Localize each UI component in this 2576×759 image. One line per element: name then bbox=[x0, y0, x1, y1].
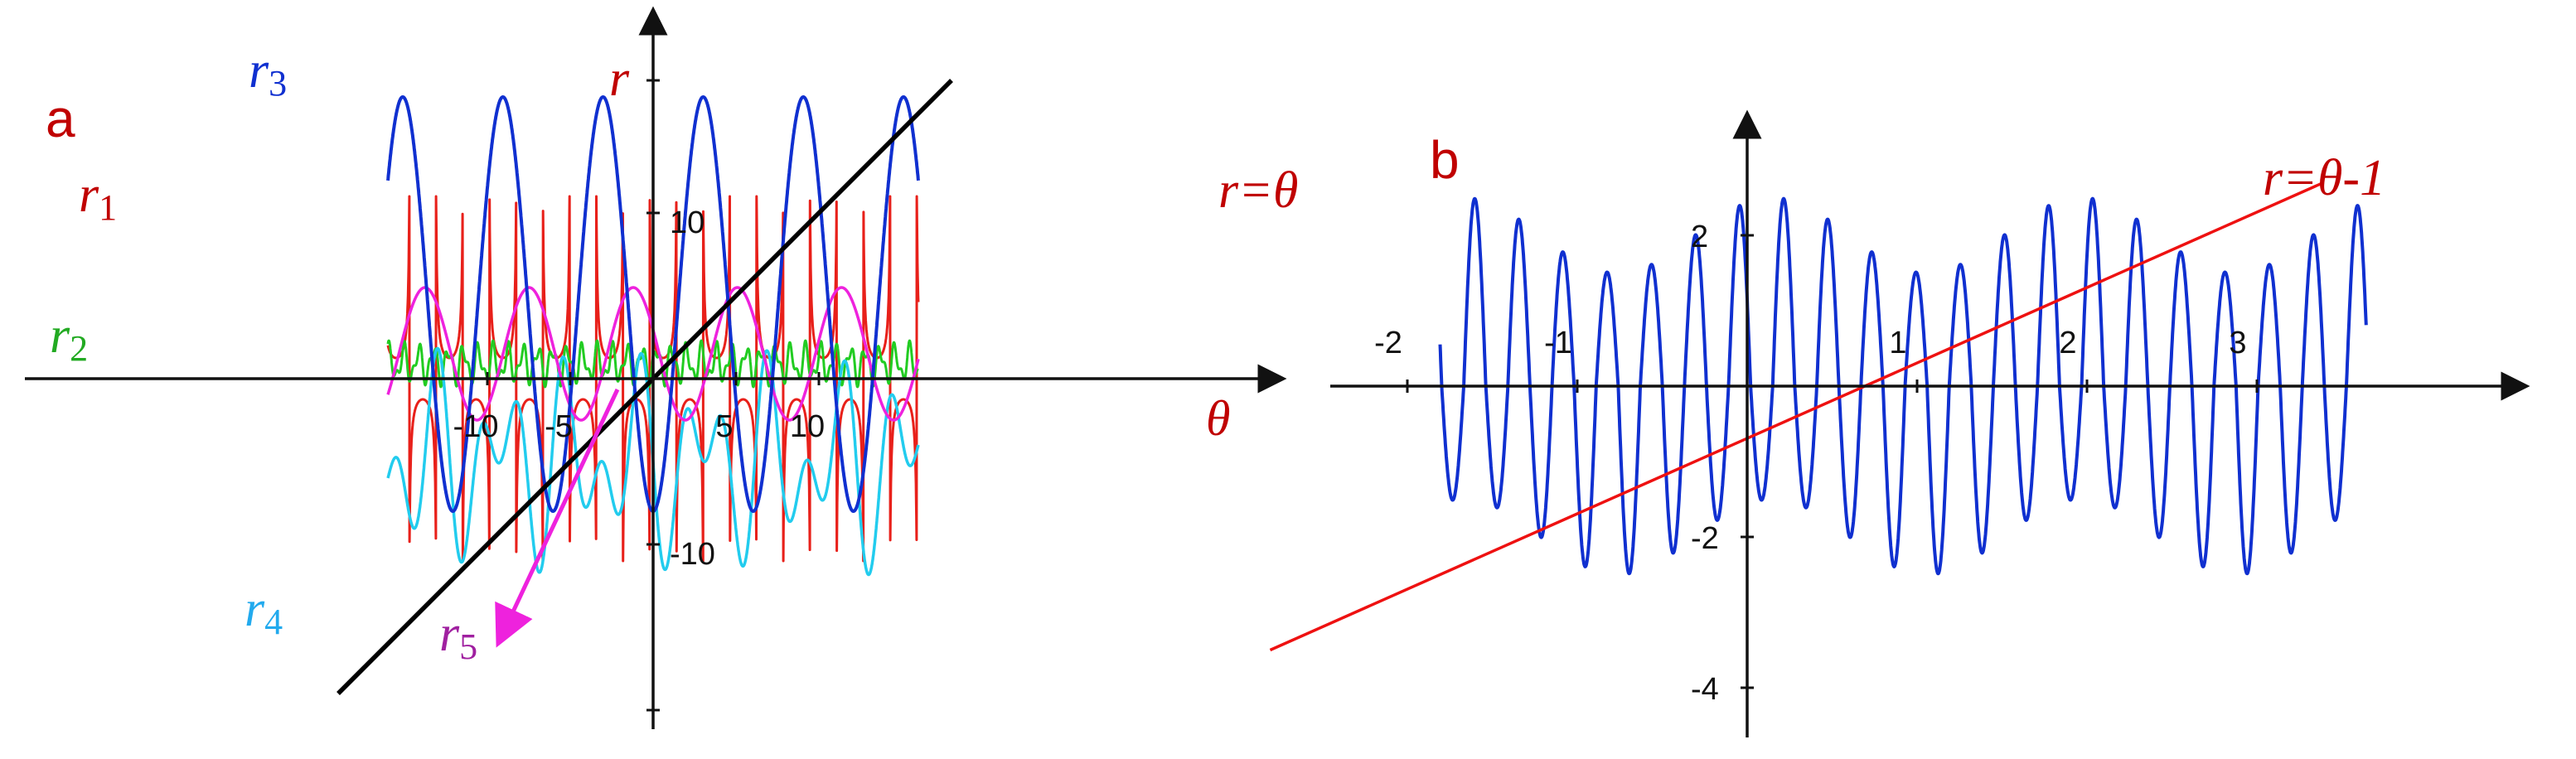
panel-a-xaxis-label: θ bbox=[1206, 391, 1230, 446]
panel-b: -2 -1 1 2 3 -4 -2 2 b r=θ-1 bbox=[1269, 109, 2530, 737]
panel-a-axes bbox=[25, 6, 1287, 729]
panel-b-ticks: -2 -1 1 2 3 -4 -2 2 bbox=[1374, 220, 2259, 707]
panel-a-x-tick-label: 10 bbox=[790, 409, 825, 444]
panel-a-letter: a bbox=[46, 89, 75, 148]
series-label-r5: r5 bbox=[439, 606, 477, 667]
panel-a-x-tick-label: -10 bbox=[453, 409, 499, 444]
panel-b-x-tick-label: -2 bbox=[1374, 326, 1402, 360]
panel-b-x-tick-label: 2 bbox=[2059, 326, 2076, 360]
panel-a-yaxis-label: r bbox=[609, 51, 630, 107]
series-label-r2: r2 bbox=[50, 307, 88, 369]
panel-b-y-tick-label: -2 bbox=[1691, 521, 1719, 556]
series-label-r-equals-theta: r=θ bbox=[1218, 162, 1298, 219]
panel-b-y-tick-label: 2 bbox=[1691, 220, 1708, 254]
series-label-r-equals-theta-minus-1: r=θ-1 bbox=[2263, 150, 2385, 206]
panel-b-curves bbox=[1269, 181, 2368, 652]
panel-b-x-tick-label: 3 bbox=[2229, 326, 2246, 360]
panel-a-y-tick-label: 10 bbox=[670, 205, 705, 240]
r5-pointer-arrow bbox=[495, 388, 620, 648]
series-label-r3: r3 bbox=[249, 42, 287, 104]
series-line-blue-curve bbox=[1438, 196, 2368, 576]
panel-a-y-tick-label: -10 bbox=[670, 537, 715, 572]
series-line-r-equals-theta bbox=[337, 79, 953, 695]
panel-b-x-tick-label: -1 bbox=[1544, 326, 1572, 360]
panel-a: -10 -5 5 10 -10 10 a θ r r1 r2 r3 r4 r5 r=θ bbox=[25, 6, 1298, 729]
series-label-r1: r1 bbox=[79, 167, 117, 228]
panel-a-curves bbox=[337, 79, 953, 695]
panel-b-y-tick-label: -4 bbox=[1691, 672, 1719, 707]
panel-b-letter: b bbox=[1430, 130, 1460, 190]
series-line-r-equals-theta-minus-1 bbox=[1269, 181, 2325, 652]
series-label-r4: r4 bbox=[245, 581, 283, 642]
panel-a-x-tick-label: 5 bbox=[715, 409, 733, 444]
panel-b-x-tick-label: 1 bbox=[1889, 326, 1906, 360]
panel-a-x-tick-label: -5 bbox=[545, 409, 573, 444]
panel-b-axes bbox=[1330, 109, 2530, 737]
panel-a-ticks: -10 -5 5 10 -10 10 bbox=[453, 79, 825, 712]
